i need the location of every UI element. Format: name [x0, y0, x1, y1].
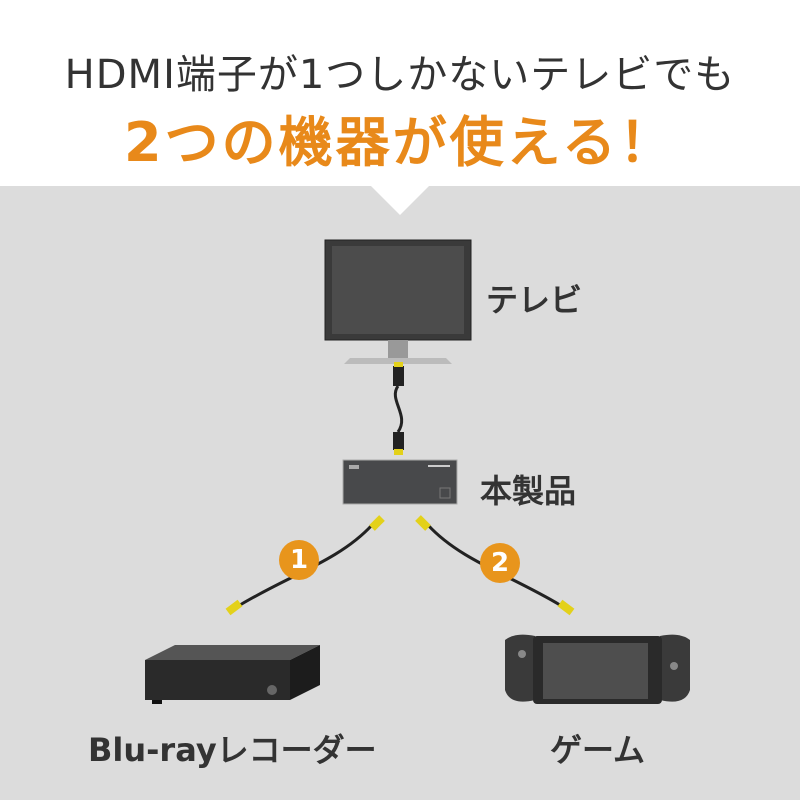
tv-label: テレビ: [486, 281, 583, 319]
header-panel: [0, 0, 800, 186]
bluray-recorder-illustration: [145, 645, 320, 704]
pointer-notch: [370, 185, 430, 215]
badge-1: 1: [279, 540, 319, 580]
hdmi-cable-tv: [393, 362, 404, 455]
tv-illustration: [324, 239, 472, 364]
headline-line2: 2つの機器が使える！: [124, 111, 676, 174]
headline-line1: HDMI端子が1つしかないテレビでも: [64, 52, 736, 98]
game-console-illustration: [505, 634, 690, 704]
game-label: ゲーム: [550, 731, 646, 769]
switch-label: 本製品: [480, 472, 577, 510]
hdmi-switch-illustration: [342, 459, 458, 505]
bluray-label: Blu-rayレコーダー: [88, 731, 377, 769]
badge-2: 2: [480, 543, 520, 583]
